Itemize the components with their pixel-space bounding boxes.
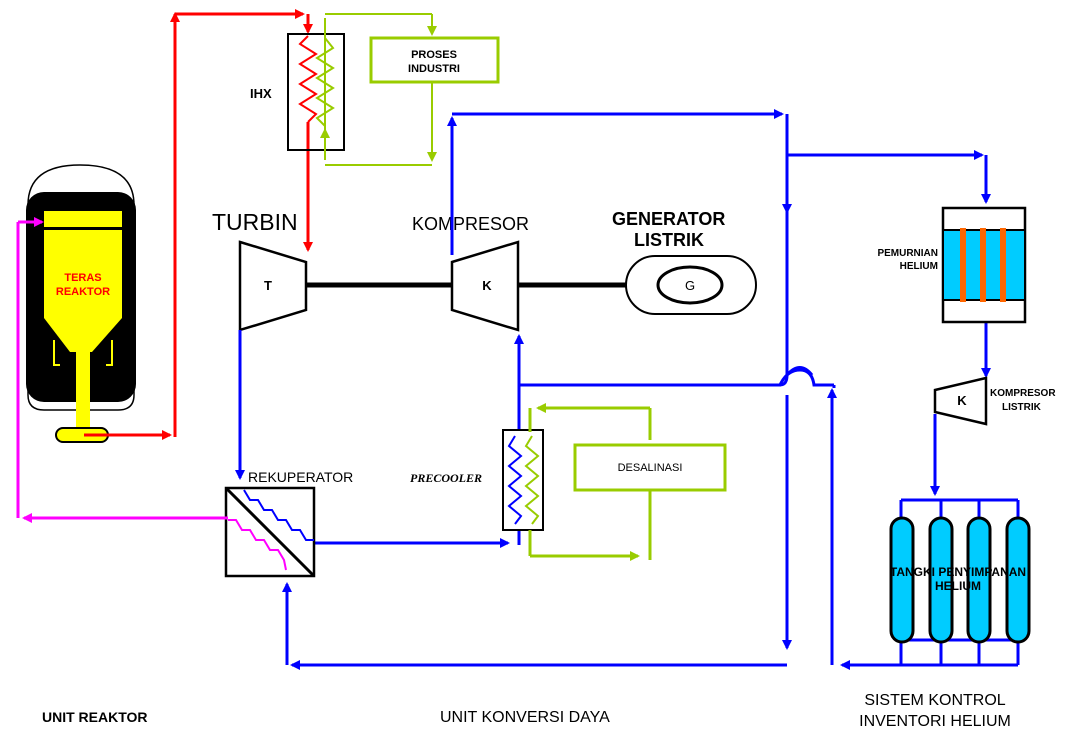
section-label-reactor: UNIT REAKTOR (42, 709, 148, 725)
return-loop (16, 217, 228, 523)
ihx-label: IHX (250, 86, 272, 101)
compressor-label: KOMPRESOR (412, 214, 529, 234)
turbine-label: TURBIN (212, 209, 298, 235)
reactor-label-line1: TERAS (64, 272, 101, 284)
purification-label-line1: PEMURNIAN (877, 248, 938, 259)
section-label-inventory-line2: INVENTORI HELIUM (859, 713, 1011, 730)
reactor-core (44, 230, 122, 352)
proses-label-line2: INDUSTRI (408, 63, 460, 75)
compressor-symbol: K (482, 278, 492, 293)
reactor-top-plate (44, 211, 122, 227)
electric-compressor-label-line1: KOMPRESOR (990, 388, 1056, 399)
desalinasi-label: DESALINASI (618, 462, 683, 474)
tanks-label-line2: HELIUM (935, 579, 981, 593)
reactor-vessel: TERAS REAKTOR (26, 164, 136, 443)
section-label-power-conversion: UNIT KONVERSI DAYA (440, 709, 610, 726)
generator-symbol: G (685, 278, 695, 293)
electric-compressor: K KOMPRESOR LISTRIK (933, 376, 1056, 426)
electric-compressor-label-line2: LISTRIK (1002, 402, 1042, 413)
precooler-label: PRECOOLER (410, 471, 482, 485)
tanks-label-line1: TANGKI PENYIMPANAN (890, 565, 1026, 579)
recuperator: REKUPERATOR (224, 469, 353, 578)
compressor: K KOMPRESOR (412, 214, 529, 332)
generator: G GENERATOR LISTRIK (612, 209, 757, 315)
purification-label-line2: HELIUM (900, 261, 938, 272)
generator-label-line1: GENERATOR (612, 209, 725, 229)
ihx: IHX (250, 33, 345, 151)
desalinasi-box: DESALINASI (573, 443, 727, 492)
helium-purification: PEMURNIAN HELIUM (877, 206, 1027, 324)
proses-label-line1: PROSES (411, 49, 457, 61)
generator-label-line2: LISTRIK (634, 230, 704, 250)
turbine: T TURBIN (212, 209, 308, 332)
electric-compressor-symbol: K (957, 393, 967, 408)
section-label-inventory-line1: SISTEM KONTROL (864, 692, 1005, 709)
precooler: PRECOOLER (410, 429, 544, 531)
primary-loop (84, 9, 318, 440)
reactor-label-line2: REAKTOR (56, 286, 110, 298)
proses-industri-box: PROSES INDUSTRI (369, 36, 500, 84)
turbine-symbol: T (264, 278, 272, 293)
storage-tanks: TANGKI PENYIMPANAN HELIUM (889, 516, 1031, 644)
desalination-loop (528, 403, 652, 561)
process-heat-loop (315, 13, 437, 166)
recuperator-label: REKUPERATOR (248, 469, 353, 485)
